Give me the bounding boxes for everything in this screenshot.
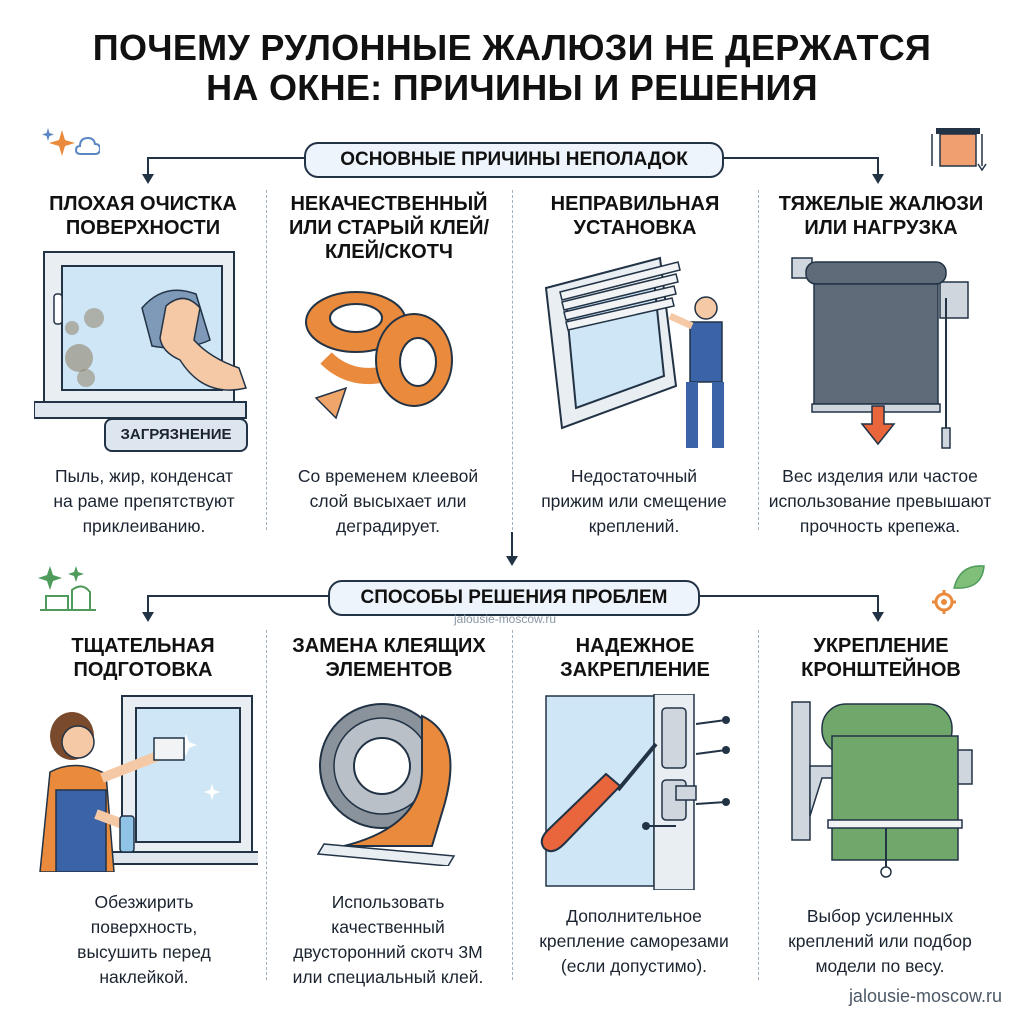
tape-rolls-illustration	[305, 291, 453, 420]
cause-4-text-line: прочность крепежа.	[799, 516, 961, 536]
cause-2-text: Со временем клеевой слой высыхает или де…	[268, 464, 508, 539]
cause-2-title-line: КЛЕЙ/СКОТЧ	[325, 241, 453, 263]
cause-1-text: Пыль, жир, конденсат на раме препятствую…	[24, 464, 264, 539]
solution-1-text-line: наклейкой.	[99, 967, 189, 987]
solution-4-text-line: креплений или подбор	[788, 931, 972, 951]
sparkle-surface-icon	[38, 566, 96, 611]
cause-4-title-line: ИЛИ НАГРУЗКА	[804, 217, 958, 239]
cause-4-title: ТЯЖЕЛЫЕ ЖАЛЮЗИ ИЛИ НАГРУЗКА	[766, 192, 996, 240]
solution-2-text-line: двусторонний скотч 3М	[293, 942, 483, 962]
gear-leaf-icon	[932, 565, 985, 614]
page-title: ПОЧЕМУ РУЛОННЫЕ ЖАЛЮЗИ НЕ ДЕРЖАТСЯ НА ОК…	[0, 28, 1024, 108]
solution-2-title-line: ЭЛЕМЕНТОВ	[325, 659, 453, 681]
cause-1-text-line: на раме препятствуют	[53, 491, 235, 511]
cause-2-title: НЕКАЧЕСТВЕННЫЙ ИЛИ СТАРЫЙ КЛЕЙ/ КЛЕЙ/СКО…	[274, 192, 504, 264]
cause-4-text: Вес изделия или частое использование пре…	[760, 464, 1000, 539]
page-title-line-1: ПОЧЕМУ РУЛОННЫЕ ЖАЛЮЗИ НЕ ДЕРЖАТСЯ	[92, 27, 932, 68]
page-title-line-2: НА ОКНЕ: ПРИЧИНЫ И РЕШЕНИЯ	[206, 67, 818, 108]
divider	[758, 630, 759, 980]
divider	[266, 190, 267, 530]
solution-2-title: ЗАМЕНА КЛЕЯЩИХ ЭЛЕМЕНТОВ	[274, 634, 504, 682]
divider	[512, 630, 513, 980]
solution-4-text: Выбор усиленных креплений или подбор мод…	[760, 904, 1000, 979]
double-tape-illustration	[316, 703, 456, 866]
solution-3-text-line: Дополнительное	[566, 906, 702, 926]
divider	[758, 190, 759, 530]
reinforced-bracket-illustration	[791, 701, 973, 878]
footer-site-link[interactable]: jalousie-moscow.ru	[848, 986, 1002, 1006]
solution-3-text-line: крепление саморезами	[539, 931, 729, 951]
cleaning-woman-illustration	[39, 695, 258, 872]
cause-3-title-line: НЕПРАВИЛЬНАЯ	[550, 193, 720, 215]
cause-2-text-line: слой высыхает или	[309, 491, 467, 511]
cause-3-title: НЕПРАВИЛЬНАЯ УСТАНОВКА	[520, 192, 750, 240]
cause-3-text: Недостаточный прижим или смещение крепле…	[514, 464, 754, 539]
solution-4-title-line: КРОНШТЕЙНОВ	[801, 659, 961, 681]
solution-1-title: ТЩАТЕЛЬНАЯ ПОДГОТОВКА	[28, 634, 258, 682]
screw-mounting-illustration	[540, 694, 730, 890]
cause-1-text-line: приклеиванию.	[82, 516, 206, 536]
cause-1-title-line: ПОВЕРХНОСТИ	[65, 217, 221, 239]
sparkle-cloud-icon	[42, 128, 100, 156]
solution-3-text: Дополнительное крепление саморезами (есл…	[514, 904, 754, 979]
cause-4-title-line: ТЯЖЕЛЫЕ ЖАЛЮЗИ	[778, 193, 984, 215]
solution-3-text-line: (если допустимо).	[560, 956, 708, 976]
divider	[266, 630, 267, 980]
solution-4-title: УКРЕПЛЕНИЕ КРОНШТЕЙНОВ	[766, 634, 996, 682]
solution-4-text-line: Выбор усиленных	[806, 906, 954, 926]
solution-2-text-line: или специальный клей.	[292, 967, 484, 987]
solution-1-text-line: поверхность,	[90, 917, 198, 937]
solution-1-title-line: ПОДГОТОВКА	[73, 659, 213, 681]
watermark: jalousie-moscow.ru	[454, 612, 557, 626]
divider	[512, 190, 513, 530]
cause-2-text-line: деградирует.	[336, 516, 440, 536]
solution-4-text-line: модели по весу.	[815, 956, 945, 976]
dirty-window-illustration	[34, 251, 247, 419]
solution-2-text: Использовать качественный двусторонний с…	[268, 890, 508, 990]
solution-2-text-line: Использовать	[331, 892, 445, 912]
cause-3-text-line: Недостаточный	[570, 466, 698, 486]
solution-3-title-line: ЗАКРЕПЛЕНИЕ	[560, 659, 710, 681]
heavy-blind-illustration	[791, 257, 969, 449]
solution-1-title-line: ТЩАТЕЛЬНАЯ	[71, 635, 215, 657]
cause-4-text-line: Вес изделия или частое	[782, 466, 978, 486]
solutions-header: СПОСОБЫ РЕШЕНИЯ ПРОБЛЕМ	[328, 580, 700, 616]
cause-2-title-line: НЕКАЧЕСТВЕННЫЙ	[290, 193, 488, 215]
solution-1-text: Обезжирить поверхность, высушить перед н…	[24, 890, 264, 990]
solution-2-title-line: ЗАМЕНА КЛЕЯЩИХ	[292, 635, 486, 657]
cause-1-title: ПЛОХАЯ ОЧИСТКА ПОВЕРХНОСТИ	[28, 192, 258, 240]
cause-3-text-line: креплений.	[588, 516, 680, 536]
solution-4-title-line: УКРЕПЛЕНИЕ	[813, 635, 949, 657]
installation-illustration	[544, 256, 724, 448]
cause-3-text-line: прижим или смещение	[541, 491, 727, 511]
cause-3-title-line: УСТАНОВКА	[573, 217, 697, 239]
solution-3-title: НАДЕЖНОЕ ЗАКРЕПЛЕНИЕ	[520, 634, 750, 682]
blind-icon	[931, 128, 987, 172]
cause-2-text-line: Со временем клеевой	[297, 466, 479, 486]
cause-1-title-line: ПЛОХАЯ ОЧИСТКА	[49, 193, 237, 215]
causes-header: ОСНОВНЫЕ ПРИЧИНЫ НЕПОЛАДОК	[304, 142, 724, 178]
solution-3-title-line: НАДЕЖНОЕ	[575, 635, 695, 657]
solution-1-text-line: высушить перед	[77, 942, 211, 962]
cause-4-text-line: использование превышают	[768, 491, 992, 511]
dirt-badge: ЗАГРЯЗНЕНИЕ	[104, 418, 248, 452]
cause-2-title-line: ИЛИ СТАРЫЙ КЛЕЙ/	[288, 217, 490, 239]
solution-1-text-line: Обезжирить	[94, 892, 194, 912]
cause-1-text-line: Пыль, жир, конденсат	[54, 466, 234, 486]
solution-2-text-line: качественный	[331, 917, 445, 937]
